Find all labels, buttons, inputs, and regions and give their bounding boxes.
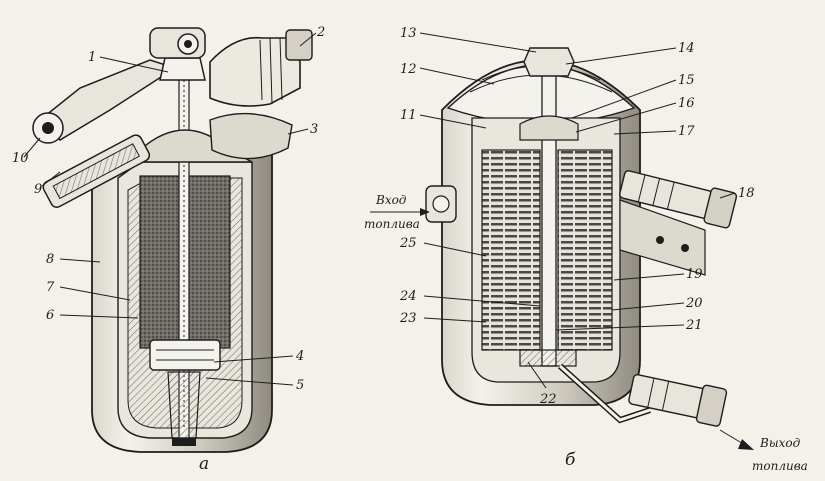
callout-4: 4 bbox=[295, 349, 304, 364]
callout-25: 25 bbox=[399, 236, 417, 251]
outlet-label-line2: топлива bbox=[752, 459, 808, 473]
callout-10: 10 bbox=[12, 151, 29, 166]
inlet-label-line1: Вход bbox=[375, 193, 407, 207]
filter-b-left-plates bbox=[481, 149, 541, 351]
caption-b: б bbox=[565, 450, 576, 470]
callout-11: 11 bbox=[400, 108, 417, 123]
callout-2: 2 bbox=[316, 25, 325, 40]
callout-3: 3 bbox=[310, 122, 318, 137]
filter-a-inlet-fitting bbox=[209, 36, 301, 107]
filter-a-drawing: 1 2 3 4 5 6 7 8 9 10 а bbox=[12, 25, 325, 474]
callout-12: 12 bbox=[400, 62, 417, 77]
outlet-label-line1: Выход bbox=[759, 436, 801, 450]
filter-b-drawing: 13 14 12 15 16 17 11 18 19 20 21 22 23 2… bbox=[364, 26, 808, 473]
callout-7: 7 bbox=[46, 280, 55, 295]
callout-6: 6 bbox=[46, 308, 54, 323]
filter-b-right-plates bbox=[557, 149, 613, 351]
callout-8: 8 bbox=[46, 252, 54, 267]
callout-9: 9 bbox=[34, 182, 42, 197]
callout-17: 17 bbox=[678, 124, 695, 139]
callout-24: 24 bbox=[399, 289, 417, 304]
caption-a: а bbox=[199, 454, 209, 474]
callout-22: 22 bbox=[539, 392, 557, 407]
callout-21: 21 bbox=[685, 318, 703, 333]
callout-13: 13 bbox=[400, 26, 417, 41]
callout-19: 19 bbox=[686, 267, 703, 282]
callout-15: 15 bbox=[678, 73, 695, 88]
filter-b-central-bolt bbox=[541, 59, 557, 367]
callout-16: 16 bbox=[678, 96, 695, 111]
callout-5: 5 bbox=[296, 378, 304, 393]
callout-18: 18 bbox=[738, 186, 755, 201]
inlet-label-line2: топлива bbox=[364, 217, 420, 231]
callout-20: 20 bbox=[685, 296, 703, 311]
callout-14: 14 bbox=[678, 41, 695, 56]
callout-1: 1 bbox=[88, 50, 96, 65]
callout-23: 23 bbox=[399, 311, 417, 326]
